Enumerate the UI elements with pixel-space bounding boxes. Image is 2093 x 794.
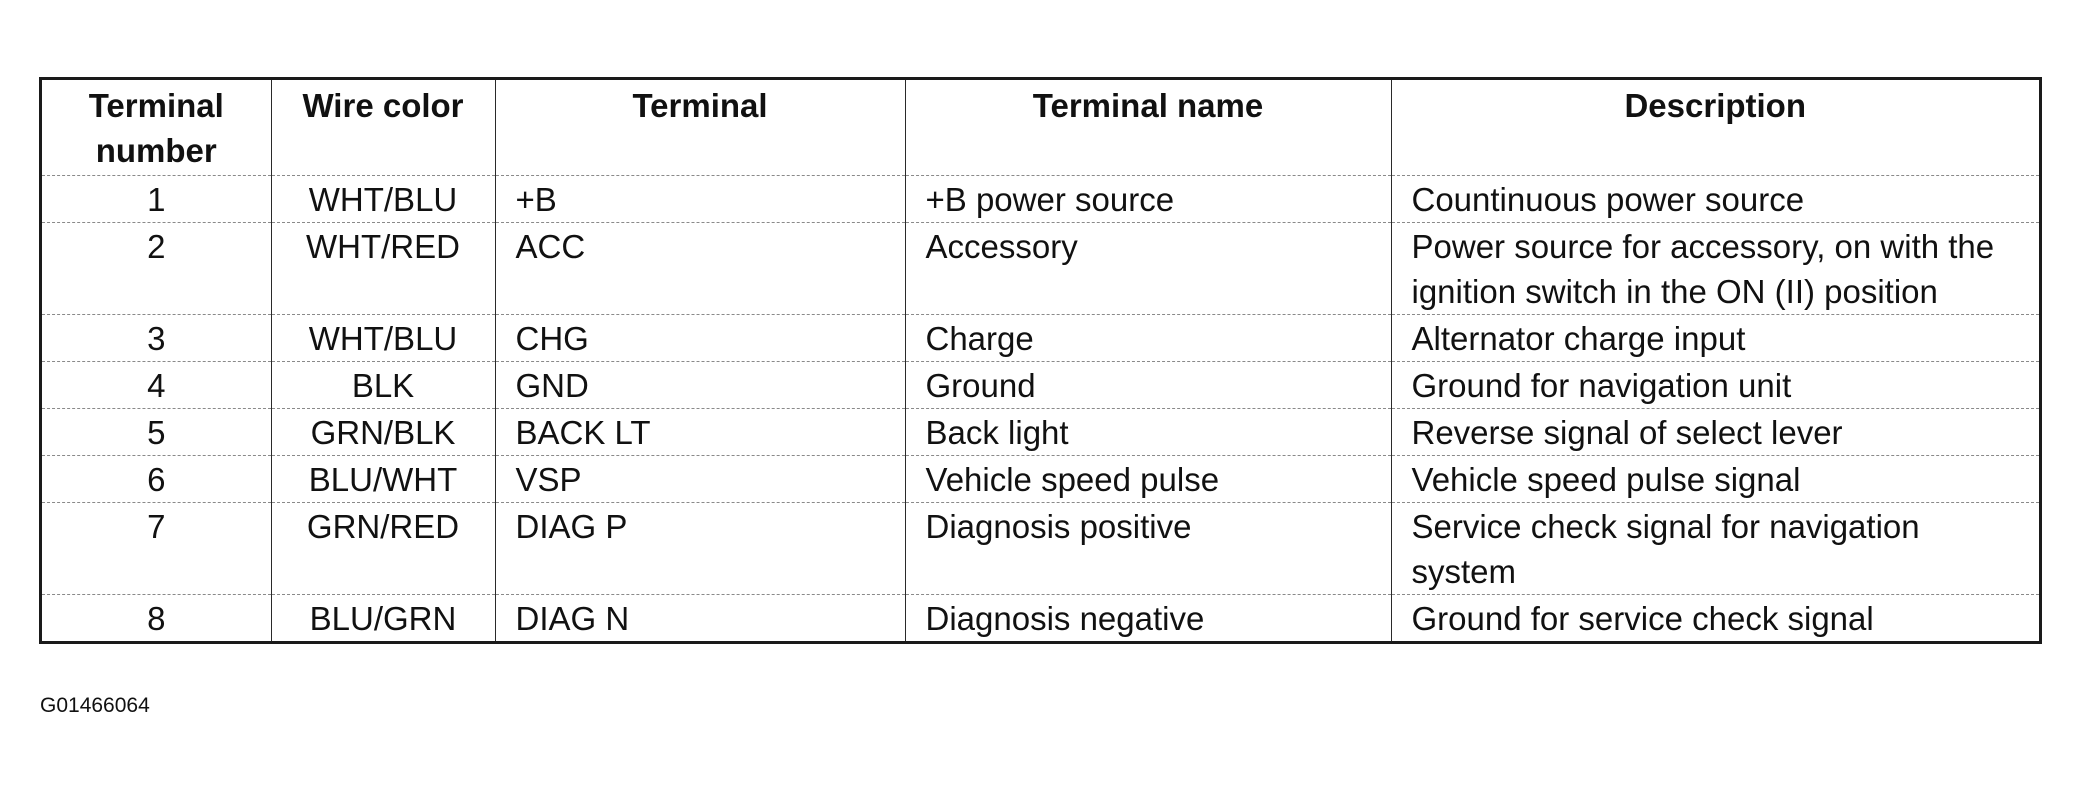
cell-wire-color: BLK	[270, 361, 495, 409]
cell-wire-color: WHT/RED	[270, 222, 495, 315]
cell-terminal: GND	[494, 361, 905, 409]
table-row: 8 BLU/GRN DIAG N Diagnosis negative Grou…	[42, 594, 2039, 641]
cell-description: Ground for navigation unit	[1390, 361, 2039, 409]
cell-terminal-name: Back light	[904, 408, 1391, 456]
header-description: Description	[1390, 80, 2039, 176]
cell-description: Countinuous power source	[1390, 175, 2039, 223]
cell-wire-color: GRN/BLK	[270, 408, 495, 456]
cell-wire-color: WHT/BLU	[270, 314, 495, 362]
header-terminal: Terminal	[494, 80, 905, 176]
cell-terminal-name: Vehicle speed pulse	[904, 455, 1391, 503]
cell-terminal-number: 3	[42, 314, 271, 362]
cell-terminal: DIAG P	[494, 502, 905, 595]
cell-terminal: DIAG N	[494, 594, 905, 641]
cell-wire-color: WHT/BLU	[270, 175, 495, 223]
table-row: 5 GRN/BLK BACK LT Back light Reverse sig…	[42, 408, 2039, 456]
table-header-row: Terminal number Wire color Terminal Term…	[42, 80, 2039, 176]
cell-description: Vehicle speed pulse signal	[1390, 455, 2039, 503]
cell-terminal: ACC	[494, 222, 905, 315]
cell-terminal: VSP	[494, 455, 905, 503]
header-terminal-number: Terminal number	[88, 87, 224, 169]
cell-terminal-number: 4	[42, 361, 271, 409]
cell-terminal: +B	[494, 175, 905, 223]
cell-terminal-name: Ground	[904, 361, 1391, 409]
cell-description: Reverse signal of select lever	[1390, 408, 2039, 456]
cell-wire-color: BLU/GRN	[270, 594, 495, 641]
cell-description: Alternator charge input	[1390, 314, 2039, 362]
cell-wire-color: BLU/WHT	[270, 455, 495, 503]
table-row: 4 BLK GND Ground Ground for navigation u…	[42, 361, 2039, 409]
terminal-table: Terminal number Wire color Terminal Term…	[42, 80, 2039, 641]
cell-description: Service check signal for navigation syst…	[1390, 502, 2039, 595]
cell-terminal-number: 8	[42, 594, 271, 641]
cell-terminal-name: Accessory	[904, 222, 1391, 315]
cell-terminal: CHG	[494, 314, 905, 362]
cell-terminal-name: +B power source	[904, 175, 1391, 223]
figure-id-label: G01466064	[40, 694, 150, 717]
header-wire-color: Wire color	[270, 80, 495, 176]
cell-description: Ground for service check signal	[1390, 594, 2039, 641]
cell-terminal-number: 1	[42, 175, 271, 223]
table-row: 6 BLU/WHT VSP Vehicle speed pulse Vehicl…	[42, 455, 2039, 503]
cell-terminal-name: Diagnosis positive	[904, 502, 1391, 595]
cell-wire-color: GRN/RED	[270, 502, 495, 595]
cell-terminal: BACK LT	[494, 408, 905, 456]
cell-terminal-number: 5	[42, 408, 271, 456]
cell-terminal-name: Charge	[904, 314, 1391, 362]
table-row: 1 WHT/BLU +B +B power source Countinuous…	[42, 175, 2039, 223]
table-row: 7 GRN/RED DIAG P Diagnosis positive Serv…	[42, 502, 2039, 595]
connector-terminal-table: Terminal number Wire color Terminal Term…	[39, 77, 2042, 644]
header-terminal-name: Terminal name	[904, 80, 1391, 176]
cell-terminal-name: Diagnosis negative	[904, 594, 1391, 641]
cell-terminal-number: 6	[42, 455, 271, 503]
cell-terminal-number: 2	[42, 222, 271, 315]
table-row: 3 WHT/BLU CHG Charge Alternator charge i…	[42, 314, 2039, 362]
cell-terminal-number: 7	[42, 502, 271, 595]
cell-description: Power source for accessory, on with the …	[1390, 222, 2039, 315]
table-row: 2 WHT/RED ACC Accessory Power source for…	[42, 222, 2039, 315]
